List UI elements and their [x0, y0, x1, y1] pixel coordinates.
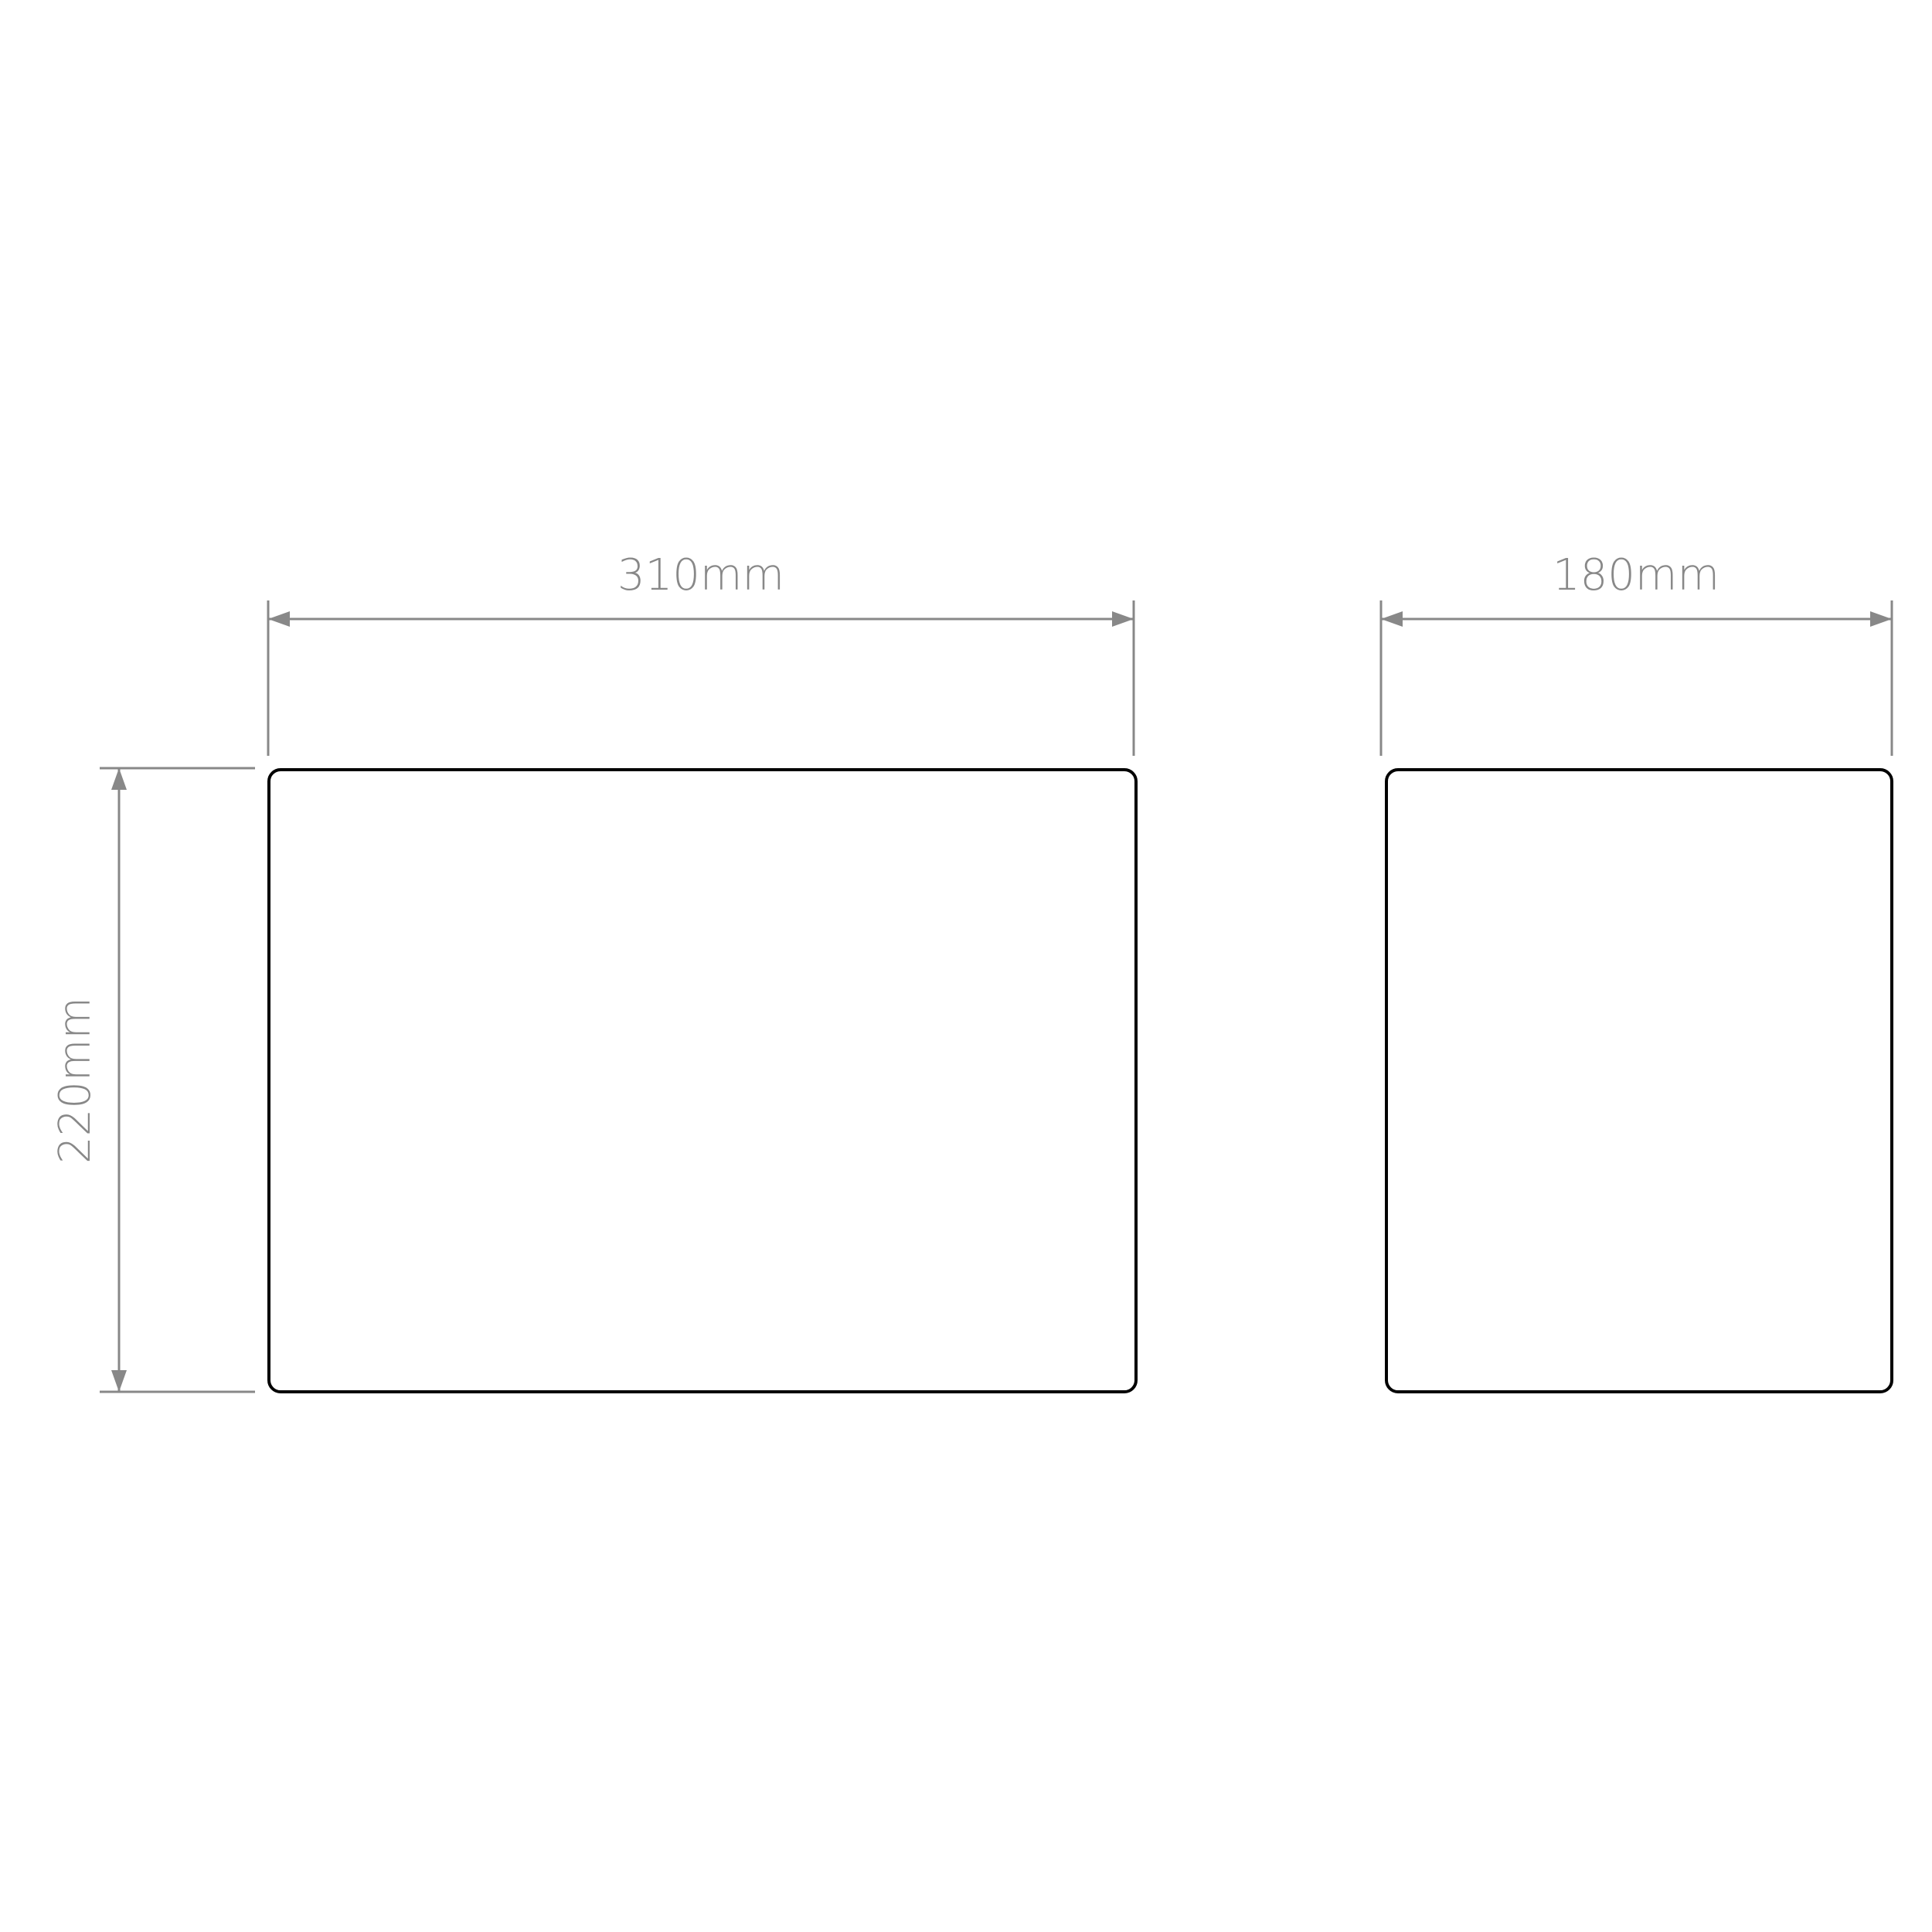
front-height-label: 220mm	[50, 997, 100, 1164]
front-view-outline	[267, 768, 1138, 1393]
side-width-dimension	[1379, 600, 1893, 756]
front-width-dimension	[267, 600, 1135, 756]
side-view: 180mm	[1379, 550, 1893, 1393]
front-view: 310mm 220mm	[50, 550, 1138, 1393]
side-view-outline	[1385, 768, 1893, 1393]
front-height-dimension	[100, 767, 255, 1393]
front-width-label: 310mm	[617, 550, 784, 600]
side-width-label: 180mm	[1553, 550, 1719, 600]
